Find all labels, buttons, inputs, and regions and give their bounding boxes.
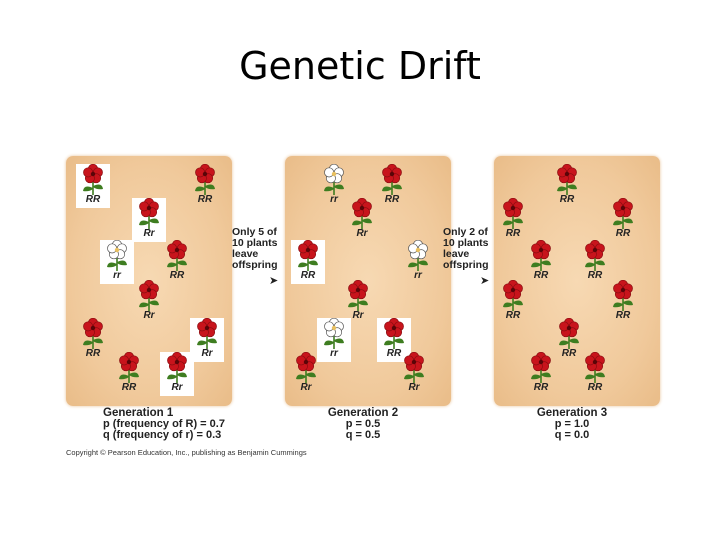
plant-rr-red: RR: [112, 352, 146, 396]
plant-rr-red: RR: [524, 352, 558, 396]
genotype-label: RR: [85, 194, 101, 205]
genotype-label: Rr: [201, 348, 213, 359]
plant-rr-red: RR: [377, 318, 411, 362]
generation-1-panel: RR RR Rr rr RR Rr RR: [66, 156, 232, 406]
plant-rr-red: Rr: [160, 352, 194, 396]
genotype-label: RR: [384, 194, 400, 205]
genotype-label: Rr: [143, 310, 155, 321]
genotype-label: Rr: [171, 382, 183, 393]
plant-rr-red: Rr: [190, 318, 224, 362]
genotype-label: RR: [615, 228, 631, 239]
plant-rr-red: RR: [188, 164, 222, 208]
plant-rr-red: RR: [524, 240, 558, 284]
plant-rr-red: RR: [552, 318, 586, 362]
plant-rr-white: rr: [317, 164, 351, 208]
generation-2-caption: Generation 2 p = 0.5 q = 0.5: [327, 407, 399, 441]
plant-rr-red: Rr: [132, 198, 166, 242]
plant-rr-red: RR: [375, 164, 409, 208]
plant-rr-red: RR: [76, 164, 110, 208]
plant-rr-red: Rr: [132, 280, 166, 324]
genotype-label: Rr: [356, 228, 368, 239]
genotype-label: RR: [85, 348, 101, 359]
plant-rr-red: RR: [160, 240, 194, 284]
genotype-label: rr: [330, 348, 338, 359]
genotype-label: RR: [386, 348, 402, 359]
genotype-label: RR: [561, 348, 577, 359]
genotype-label: RR: [505, 228, 521, 239]
plant-rr-red: RR: [606, 198, 640, 242]
generation-1-caption: Generation 1 p (frequency of R) = 0.7 q …: [103, 407, 225, 441]
transition-2-label: Only 2 of 10 plants leave offspring: [443, 226, 489, 271]
plant-rr-red: Rr: [289, 352, 323, 396]
genotype-label: rr: [113, 270, 121, 281]
copyright-notice: Copyright © Pearson Education, Inc., pub…: [66, 448, 307, 457]
transition-1-arrow-icon: ➤: [269, 275, 279, 287]
plant-rr-red: RR: [496, 280, 530, 324]
genotype-label: Rr: [352, 310, 364, 321]
genotype-label: rr: [414, 270, 422, 281]
plant-rr-red: RR: [606, 280, 640, 324]
genotype-label: RR: [197, 194, 213, 205]
generation-3-panel: RR RR RR RR RR RR RR: [494, 156, 660, 406]
plant-rr-white: rr: [100, 240, 134, 284]
genotype-label: Rr: [300, 382, 312, 393]
plant-rr-red: Rr: [341, 280, 375, 324]
plant-rr-white: rr: [317, 318, 351, 362]
plant-rr-red: RR: [76, 318, 110, 362]
genotype-label: rr: [330, 194, 338, 205]
genotype-label: RR: [587, 270, 603, 281]
plant-rr-red: Rr: [397, 352, 431, 396]
plant-rr-red: Rr: [345, 198, 379, 242]
transition-2-arrow-icon: ➤: [480, 275, 490, 287]
generation-3-caption: Generation 3 p = 1.0 q = 0.0: [536, 407, 608, 441]
genotype-label: RR: [505, 310, 521, 321]
genotype-label: RR: [169, 270, 185, 281]
genotype-label: RR: [533, 270, 549, 281]
plant-rr-red: RR: [578, 240, 612, 284]
plant-rr-red: RR: [550, 164, 584, 208]
genotype-label: RR: [121, 382, 137, 393]
plant-rr-red: RR: [578, 352, 612, 396]
slide-title: Genetic Drift: [239, 44, 481, 88]
genotype-label: RR: [587, 382, 603, 393]
transition-1-label: Only 5 of 10 plants leave offspring: [232, 226, 278, 271]
genotype-label: Rr: [408, 382, 420, 393]
genotype-label: RR: [615, 310, 631, 321]
generation-2-panel: rr RR Rr RR rr Rr rr: [285, 156, 451, 406]
plant-rr-red: RR: [291, 240, 325, 284]
genotype-label: Rr: [143, 228, 155, 239]
plant-rr-red: RR: [496, 198, 530, 242]
genotype-label: RR: [533, 382, 549, 393]
plant-rr-white: rr: [401, 240, 435, 284]
genotype-label: RR: [300, 270, 316, 281]
genotype-label: RR: [559, 194, 575, 205]
